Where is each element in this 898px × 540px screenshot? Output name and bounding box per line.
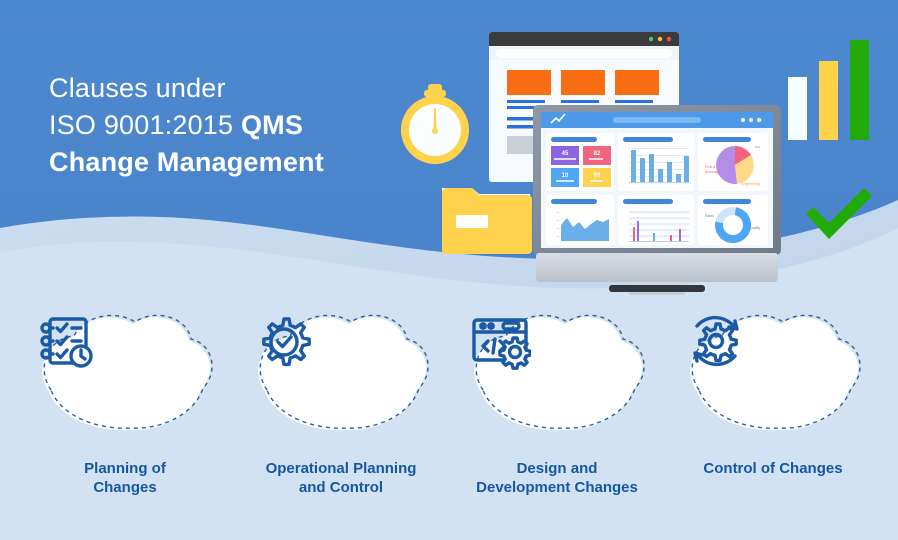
gear-refresh-icon (685, 310, 861, 435)
area-chart-widget (546, 195, 614, 245)
svg-text:10: 10 (562, 173, 569, 179)
label-line-2: Changes (93, 479, 157, 496)
cloud-shape (37, 310, 213, 435)
stopwatch-needle (433, 108, 437, 130)
clause-card-label: Control of Changes (673, 459, 873, 478)
clause-card-label: Operational Planning and Control (241, 459, 441, 497)
svg-text:Quality: Quality (749, 226, 760, 230)
folder-label (456, 215, 488, 228)
monitor-dashboard: 45 82 10 09 (533, 105, 781, 295)
title-line-1: Clauses under (49, 73, 226, 103)
svg-text:Beverage: Beverage (705, 170, 720, 174)
window-dot-red (666, 36, 672, 42)
bar-yellow (819, 61, 838, 140)
title-line-2-normal: ISO 9001:2015 (49, 110, 241, 140)
svg-text:o/o: o/o (755, 145, 760, 149)
pie-chart-widget: Fruit & Beverage Engineering o/o (698, 133, 768, 191)
url-bar (496, 49, 672, 58)
kpi-tiles-widget: 45 82 10 09 (546, 133, 614, 191)
green-check-icon (806, 188, 872, 239)
svg-text:Engineering: Engineering (741, 182, 760, 186)
clause-card-label: Planning of Changes (25, 459, 225, 497)
bar-chart-icon (788, 40, 869, 140)
clause-card-control-of-changes[interactable]: Control of Changes (665, 310, 881, 478)
label-line-1: Design and (516, 460, 598, 477)
label-line-1: Control of Changes (703, 460, 843, 477)
svg-text:Fruit &: Fruit & (705, 165, 716, 169)
svg-text:Sales: Sales (705, 214, 714, 218)
clause-card-design-and-development-changes[interactable]: Design and Development Changes (449, 310, 665, 497)
donut-chart-widget: Sales Quality (698, 195, 768, 245)
code-window-gear-icon (469, 310, 645, 435)
bar-green (850, 40, 869, 140)
window-dot-yellow (657, 36, 663, 42)
label-line-1: Operational Planning (265, 460, 417, 477)
clause-card-planning-of-changes[interactable]: Planning of Changes (17, 310, 233, 497)
title-line-2-bold: QMS (240, 110, 304, 140)
gear-check-icon (253, 310, 429, 435)
label-line-1: Planning of (84, 460, 166, 477)
cloud-shape (685, 310, 861, 435)
cloud-shape (469, 310, 645, 435)
svg-text:09: 09 (594, 173, 601, 179)
clause-card-operational-planning-and-control[interactable]: Operational Planning and Control (233, 310, 449, 497)
page-title: Clauses under ISO 9001:2015 QMS Change M… (49, 70, 324, 181)
window-dot-green (648, 36, 654, 42)
checklist-clock-icon (37, 310, 213, 435)
label-line-2: Development Changes (476, 479, 638, 496)
bar-white (788, 77, 807, 140)
label-line-2: and Control (298, 479, 384, 496)
bar-chart-widget (618, 133, 694, 191)
cloud-shape (253, 310, 429, 435)
title-line-2: ISO 9001:2015 QMS (49, 107, 324, 144)
svg-text:45: 45 (562, 151, 569, 157)
title-line-3: Change Management (49, 147, 324, 177)
table-widget (618, 195, 694, 245)
clause-cards: Planning of Changes O (0, 310, 898, 520)
folder-icon (442, 188, 532, 254)
clause-card-label: Design and Development Changes (457, 459, 657, 497)
stopwatch-icon (401, 84, 469, 164)
svg-text:82: 82 (594, 151, 601, 157)
